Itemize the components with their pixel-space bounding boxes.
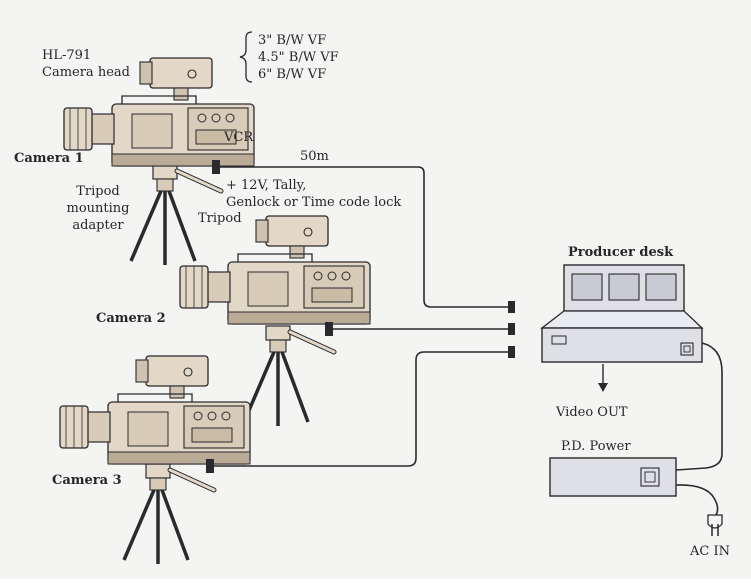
monitor-1 [571, 273, 603, 301]
desk-input-connectors [508, 301, 515, 358]
camera-2-label: Camera 2 [96, 311, 166, 326]
camera-3-label: Camera 3 [52, 473, 122, 488]
video-out-arrow [598, 364, 608, 392]
camera-2 [179, 215, 371, 426]
camera-2-connector [325, 322, 333, 336]
producer-desk-label: Producer desk [568, 245, 674, 260]
mount-label-line-1: Tripod [76, 184, 120, 199]
camera-2-body [179, 215, 371, 325]
viewfinder-option-2: 4.5" B/W VF [258, 50, 339, 65]
mount-label-line-2: mounting [67, 201, 130, 216]
cable-signals-line-2: Genlock or Time code lock [226, 195, 401, 210]
pd-power-unit [549, 457, 677, 497]
camera-2-tripod [244, 326, 334, 426]
ac-in-label: AC IN [689, 544, 730, 559]
pd-power-label: P.D. Power [561, 439, 631, 454]
camera-3 [59, 355, 251, 564]
camera-1 [63, 57, 255, 265]
producer-desk [540, 264, 704, 363]
cable-camera-1 [220, 166, 508, 308]
ac-plug-icon [707, 514, 723, 536]
cable-camera-3 [214, 351, 508, 467]
camera-3-body [59, 355, 251, 465]
monitor-2 [608, 273, 640, 301]
monitor-3 [645, 273, 677, 301]
video-out-label: Video OUT [555, 405, 628, 420]
viewfinder-option-3: 6" B/W VF [258, 67, 326, 82]
viewfinder-brace [239, 31, 253, 83]
cable-ac-in [675, 484, 719, 516]
tripod-label: Tripod [198, 211, 242, 226]
mount-label-line-3: adapter [72, 218, 124, 233]
cable-desk-power [675, 342, 723, 471]
cable-length-label: 50m [300, 149, 329, 164]
cable-signals-line-1: + 12V, Tally, [226, 178, 306, 193]
camera-head-caption: Camera head [42, 65, 130, 80]
camera-3-connector [206, 459, 214, 473]
camera-1-connector [212, 160, 220, 174]
cables [214, 166, 723, 516]
camera-1-label: Camera 1 [14, 151, 84, 166]
camera-3-tripod [124, 464, 214, 564]
camera-head-model: HL-791 [42, 48, 91, 63]
vcr-label: VCR [223, 130, 254, 145]
viewfinder-option-1: 3" B/W VF [258, 33, 326, 48]
